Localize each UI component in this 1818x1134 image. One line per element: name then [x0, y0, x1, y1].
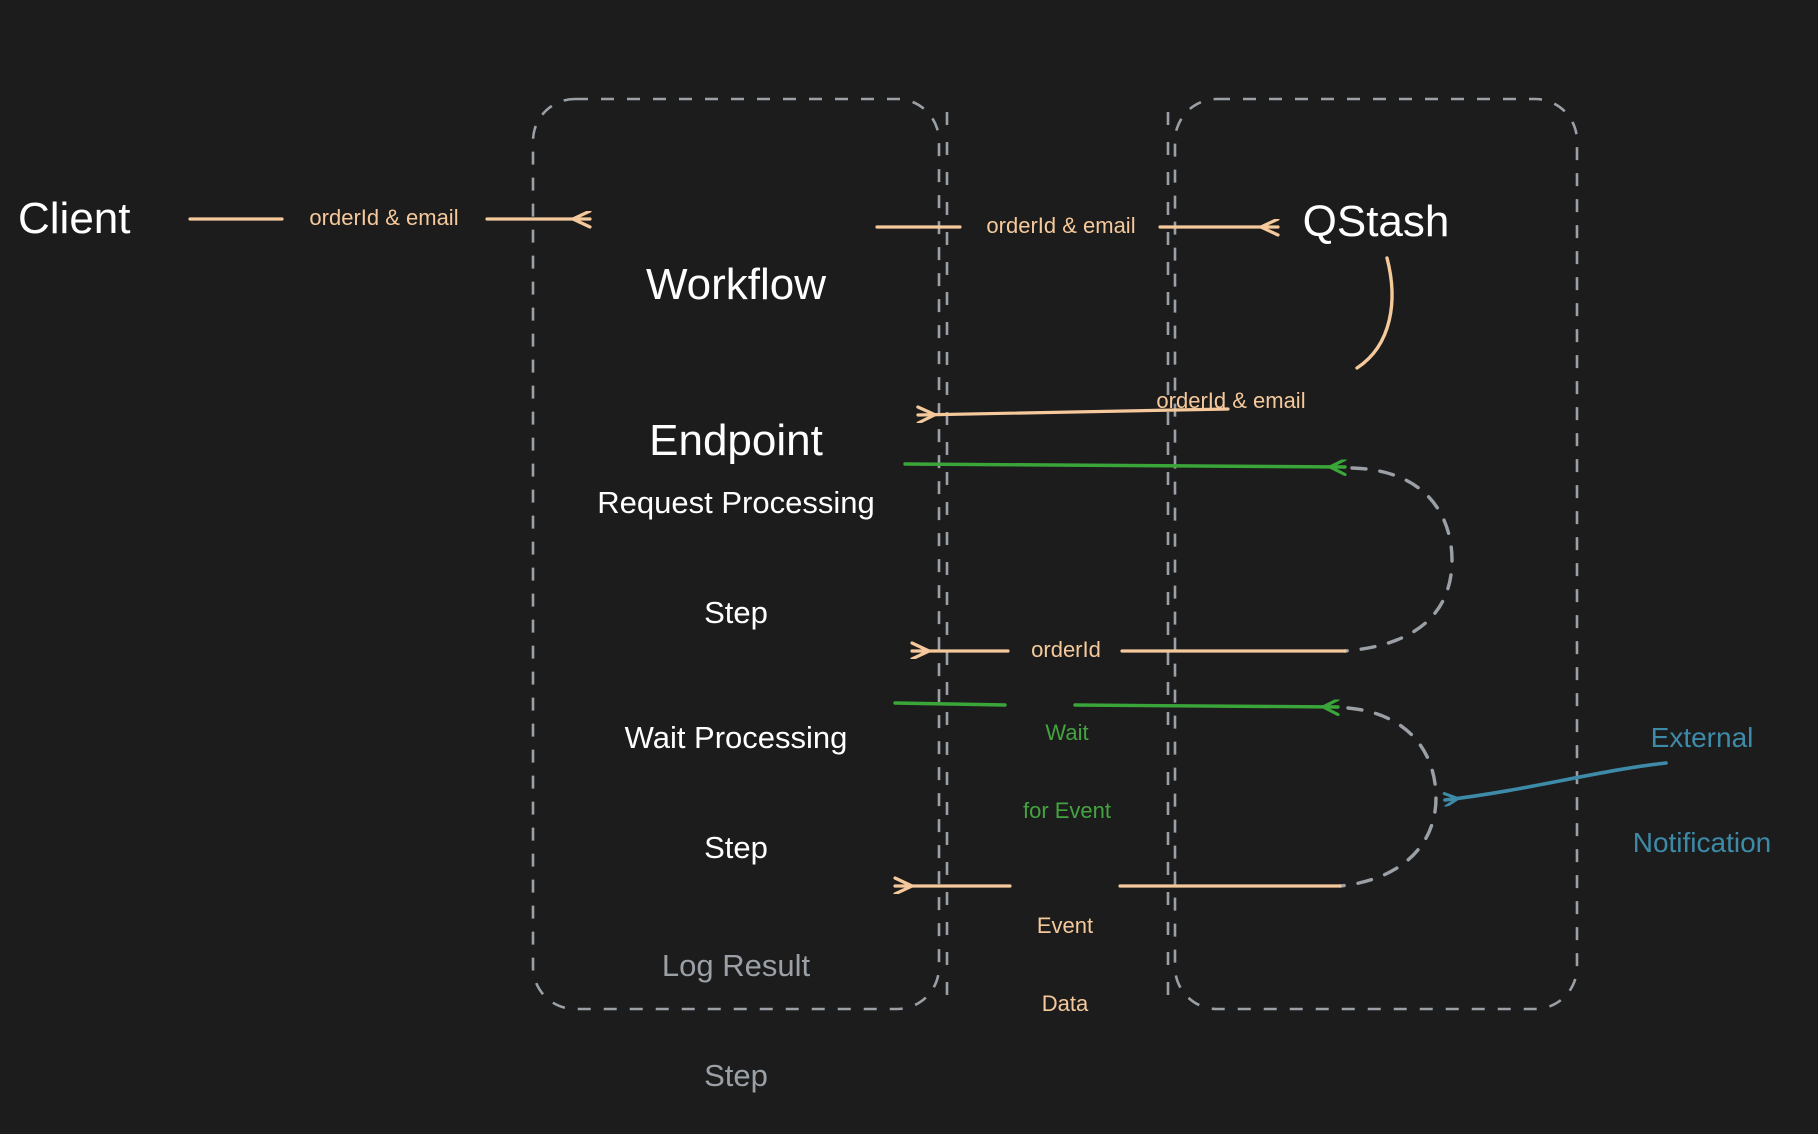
- edge-label-event-data-line1: Event: [1036, 912, 1094, 938]
- step-log-result-line1: Log Result: [661, 948, 811, 984]
- step-wait-processing-line2: Step: [704, 829, 768, 865]
- edge-wait-step-to-qstash-right: [1073, 705, 1340, 707]
- annotation-external-notification-line1: External: [1650, 722, 1754, 753]
- qstash-return-curve-upper: [1343, 466, 1454, 653]
- annotation-external-notification: External Notification: [1600, 650, 1818, 930]
- step-wait-processing-label: Wait Processing Step: [533, 647, 939, 940]
- actor-qstash-label: QStash: [1302, 197, 1450, 246]
- edge-external-notification-arrow: [1445, 761, 1668, 800]
- edge-qstash-callback-curve: [1355, 256, 1394, 370]
- step-log-result-line2: Step: [704, 1057, 768, 1093]
- actor-workflow-endpoint-line1: Workflow: [645, 259, 827, 309]
- edge-label-client-to-workflow: orderId & email: [309, 205, 459, 230]
- qstash-group-box: [1173, 97, 1579, 1011]
- edge-label-event-data-line2: Data: [1041, 990, 1089, 1016]
- edge-label-wait-for-event-line2: for Event: [1022, 797, 1112, 823]
- actor-workflow-endpoint-label: Workflow Endpoint: [533, 155, 939, 570]
- edge-label-wait-for-event-line1: Wait: [1045, 719, 1089, 745]
- edge-label-qstash-to-wait-step: orderId: [1031, 637, 1101, 662]
- step-request-processing-line2: Step: [704, 594, 768, 630]
- step-request-processing-line1: Request Processing: [597, 485, 875, 521]
- edge-request-step-to-qstash: [903, 464, 1347, 467]
- edge-label-event-data: Event Data: [1008, 861, 1122, 1069]
- workflow-endpoint-group-box: [531, 97, 941, 1011]
- edge-wait-step-to-qstash-left: [893, 701, 1007, 707]
- actor-client-label: Client: [18, 194, 131, 243]
- step-wait-processing-line1: Wait Processing: [624, 720, 848, 756]
- annotation-external-notification-line2: Notification: [1632, 827, 1772, 858]
- edge-label-qstash-to-request-step: orderId & email: [1156, 388, 1306, 413]
- actor-workflow-endpoint-line2: Endpoint: [649, 415, 823, 465]
- edge-qstash-to-request-step: [918, 409, 1230, 415]
- qstash-return-curve-lower: [1338, 706, 1438, 888]
- step-log-result-label: Log Result Step: [533, 875, 939, 1134]
- edge-label-wait-for-event: Wait for Event: [998, 668, 1136, 876]
- edge-label-workflow-to-qstash: orderId & email: [986, 213, 1136, 238]
- step-request-processing-label: Request Processing Step: [533, 412, 939, 705]
